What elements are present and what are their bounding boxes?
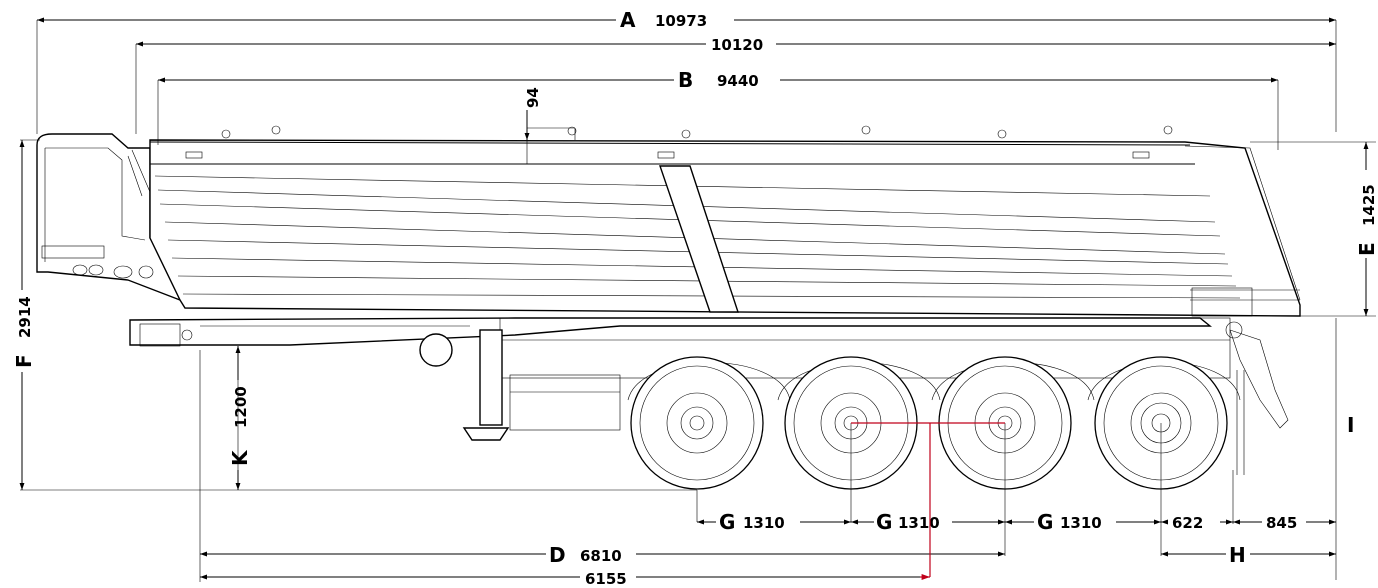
dim-g1-value: 1310 (743, 514, 785, 532)
dim-k-letter: K (228, 449, 252, 466)
dim-e-letter: E (1355, 242, 1378, 256)
dim-top-rail: 94 (524, 87, 542, 140)
dim-k-value: 1200 (232, 386, 250, 428)
dim-kingpin-center: 6155 (200, 570, 930, 588)
chassis (129, 317, 1212, 346)
dim-g: G 1310 G 1310 G 1310 (697, 510, 1161, 534)
dim-a: A 10973 (37, 8, 1336, 32)
dim-6155-value: 6155 (585, 570, 627, 588)
dim-h-letter: H (1229, 543, 1246, 567)
dim-f-value: 2914 (16, 296, 34, 338)
dim-g1-letter: G (719, 510, 735, 534)
dim-845-value: 845 (1266, 514, 1297, 532)
dim-b-value: 9440 (717, 72, 759, 90)
dim-622-value: 622 (1172, 514, 1203, 532)
dim-g2-value: 1310 (898, 514, 940, 532)
dim-d-value: 6810 (580, 547, 622, 565)
dim-a-letter: A (620, 8, 636, 32)
axle-group-center-marker (851, 422, 1005, 577)
dim-k: 1200 K (228, 346, 252, 490)
dim-f-letter: F (12, 354, 36, 368)
front-headboard (36, 133, 181, 302)
dim-body-length-value: 10120 (711, 36, 763, 54)
dim-b: B 9440 (158, 68, 1278, 92)
dim-g2-letter: G (876, 510, 892, 534)
dim-g3-value: 1310 (1060, 514, 1102, 532)
trailer-drawing (36, 125, 1301, 490)
dim-g3-letter: G (1037, 510, 1053, 534)
dim-e: 1425 E (1355, 142, 1378, 316)
dim-rear-overhang-parts: 622 845 (1161, 514, 1336, 532)
dim-e-value: 1425 (1360, 184, 1378, 226)
dim-h: H (1161, 543, 1336, 567)
dim-body-length: 10120 (136, 36, 1336, 54)
dim-i-letter: I (1347, 413, 1354, 437)
dim-d: D 6810 (200, 543, 1005, 567)
dim-top-rail-value: 94 (524, 87, 542, 108)
dim-f: 2914 F (12, 140, 36, 490)
dim-a-value: 10973 (655, 12, 707, 30)
dim-b-letter: B (678, 68, 693, 92)
wheel (630, 356, 764, 490)
dim-d-letter: D (549, 543, 566, 567)
